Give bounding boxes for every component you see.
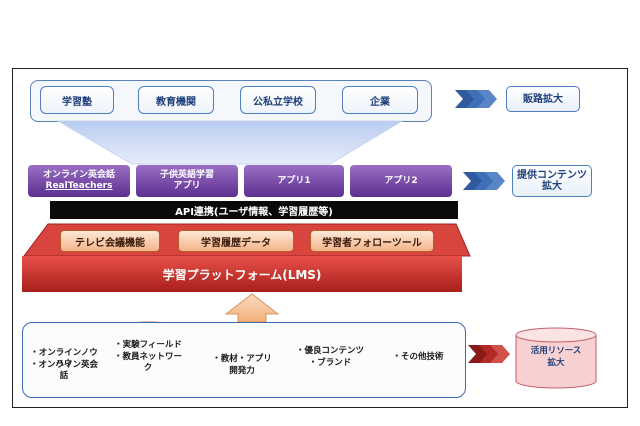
result-content-expansion: 提供コンテンツ 拡大 [512,165,592,197]
app-1: アプリ1 [244,165,344,197]
resource-label: ・実験フィールド [114,340,182,350]
result-sales-expansion: 販路拡大 [506,86,580,112]
resource-label-2: 開発力 [229,366,255,376]
app-sublabel: アプリ [173,181,201,191]
result-resource-expansion: 活用リソース 拡大 [516,328,596,388]
resource-group [22,322,466,398]
customer-companies: 企業 [342,86,418,114]
chevron-arrow-icon [455,90,497,108]
result-label-2: 拡大 [547,358,565,368]
app-label: アプリ1 [277,175,311,186]
resource-label-2: ・教員ネットワーク [113,352,182,373]
resource-label: ・その他技術 [392,352,444,362]
chevron-arrow-icon [468,345,510,363]
resource-materials: ・教材・アプリ 開発力 [206,330,278,392]
customer-schools: 公私立学校 [240,86,316,114]
customer-education-institution: 教育機関 [138,86,214,114]
app-label: オンライン英会話 [42,170,115,180]
resource-label-2: ・ブランド [308,358,352,368]
result-label: 提供コンテンツ [517,170,587,181]
chevron-arrow-icon [463,172,505,190]
resource-online-knowhow: ・オンラインノウハウ ・オンライン英会話 [28,326,100,388]
app-2: アプリ2 [350,165,452,197]
resource-label: ・オンラインノウハウ [30,348,98,369]
resource-label-2: ・オンライン英会話 [29,360,98,381]
func-learning-history: 学習履歴データ [178,230,294,252]
result-label: 販路拡大 [523,93,563,105]
resource-label: ・教材・アプリ [212,354,272,364]
resource-label: ・優良コンテンツ [295,346,364,356]
api-integration-bar: API連携(ユーザ情報、学習履歴等) [50,201,458,219]
lms-platform: 学習プラットフォーム(LMS) [22,256,462,292]
app-kids-english: 子供英語学習 アプリ [136,165,238,197]
result-label-2: 拡大 [542,181,562,192]
func-follow-tool: 学習者フォローツール [310,230,434,252]
app-label: アプリ2 [384,175,418,186]
result-label: 活用リソース [530,346,582,356]
customer-cram-school: 学習塾 [40,86,114,114]
resource-other-tech: ・その他技術 [382,326,454,388]
cylinder-body [515,335,597,389]
resource-content-brand: ・優良コンテンツ ・ブランド [294,326,366,388]
app-online-english: オンライン英会話 RealTeachers [28,165,130,197]
func-video-conference: テレビ会議機能 [60,230,160,252]
app-label: 子供英語学習 [159,170,214,180]
resource-experiment-field: ・実験フィールド ・教員ネットワーク [112,322,184,384]
cylinder-top [515,327,597,343]
app-sublabel: RealTeachers [45,181,113,191]
